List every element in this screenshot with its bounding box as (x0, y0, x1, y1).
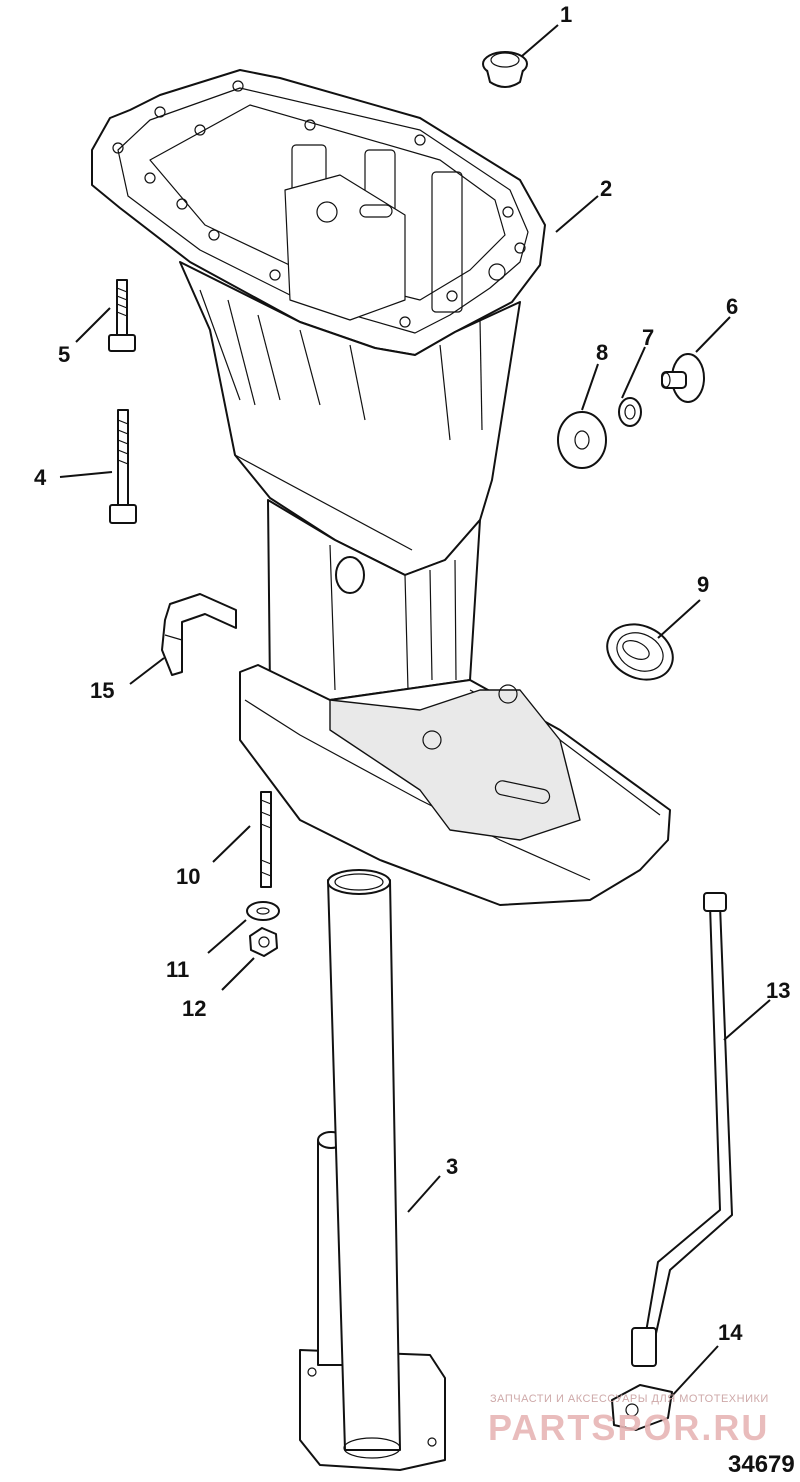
stud-with-washer (661, 353, 705, 403)
callout-12: 12 (182, 996, 206, 1021)
washer (246, 901, 280, 921)
callout-8: 8 (596, 340, 608, 365)
clip (161, 593, 237, 676)
watermark: ЗАПЧАСТИ И АКСЕССУАРЫ ДЛЯ МОТОТЕХНИКИ PA… (488, 1393, 769, 1448)
grommet (482, 51, 528, 88)
callout-5: 5 (58, 342, 70, 367)
flat-washer (557, 411, 607, 469)
callout-2: 2 (600, 176, 612, 201)
callout-1: 1 (560, 2, 572, 27)
rubber-mount (606, 623, 674, 681)
bolt-short (108, 279, 136, 352)
diagram-id-label: 34679 (728, 1451, 795, 1478)
watermark-tagline: ЗАПЧАСТИ И АКСЕССУАРЫ ДЛЯ МОТОТЕХНИКИ (490, 1393, 769, 1405)
nut (249, 927, 278, 957)
callout-11: 11 (166, 957, 189, 982)
callout-10: 10 (176, 864, 200, 889)
water-tube-assembly (299, 869, 446, 1471)
water-pickup-tube (631, 892, 733, 1367)
bolt-long (109, 409, 137, 524)
callout-15: 15 (90, 678, 114, 703)
stud (260, 791, 272, 888)
watermark-brand: PARTSPOR.RU (488, 1407, 769, 1448)
callout-9: 9 (697, 572, 709, 597)
driveshaft-housing (91, 69, 671, 906)
callout-7: 7 (642, 325, 654, 350)
callout-6: 6 (726, 294, 738, 319)
callout-3: 3 (446, 1154, 458, 1179)
callout-4: 4 (34, 465, 47, 490)
tube-fitting (611, 1384, 673, 1431)
callout-13: 13 (766, 978, 790, 1003)
leader-lines (59, 24, 771, 1399)
lock-washer (618, 397, 642, 427)
callout-labels: 1 2 3 4 5 6 7 8 9 10 11 12 13 14 15 (34, 2, 790, 1345)
callout-14: 14 (718, 1320, 743, 1345)
